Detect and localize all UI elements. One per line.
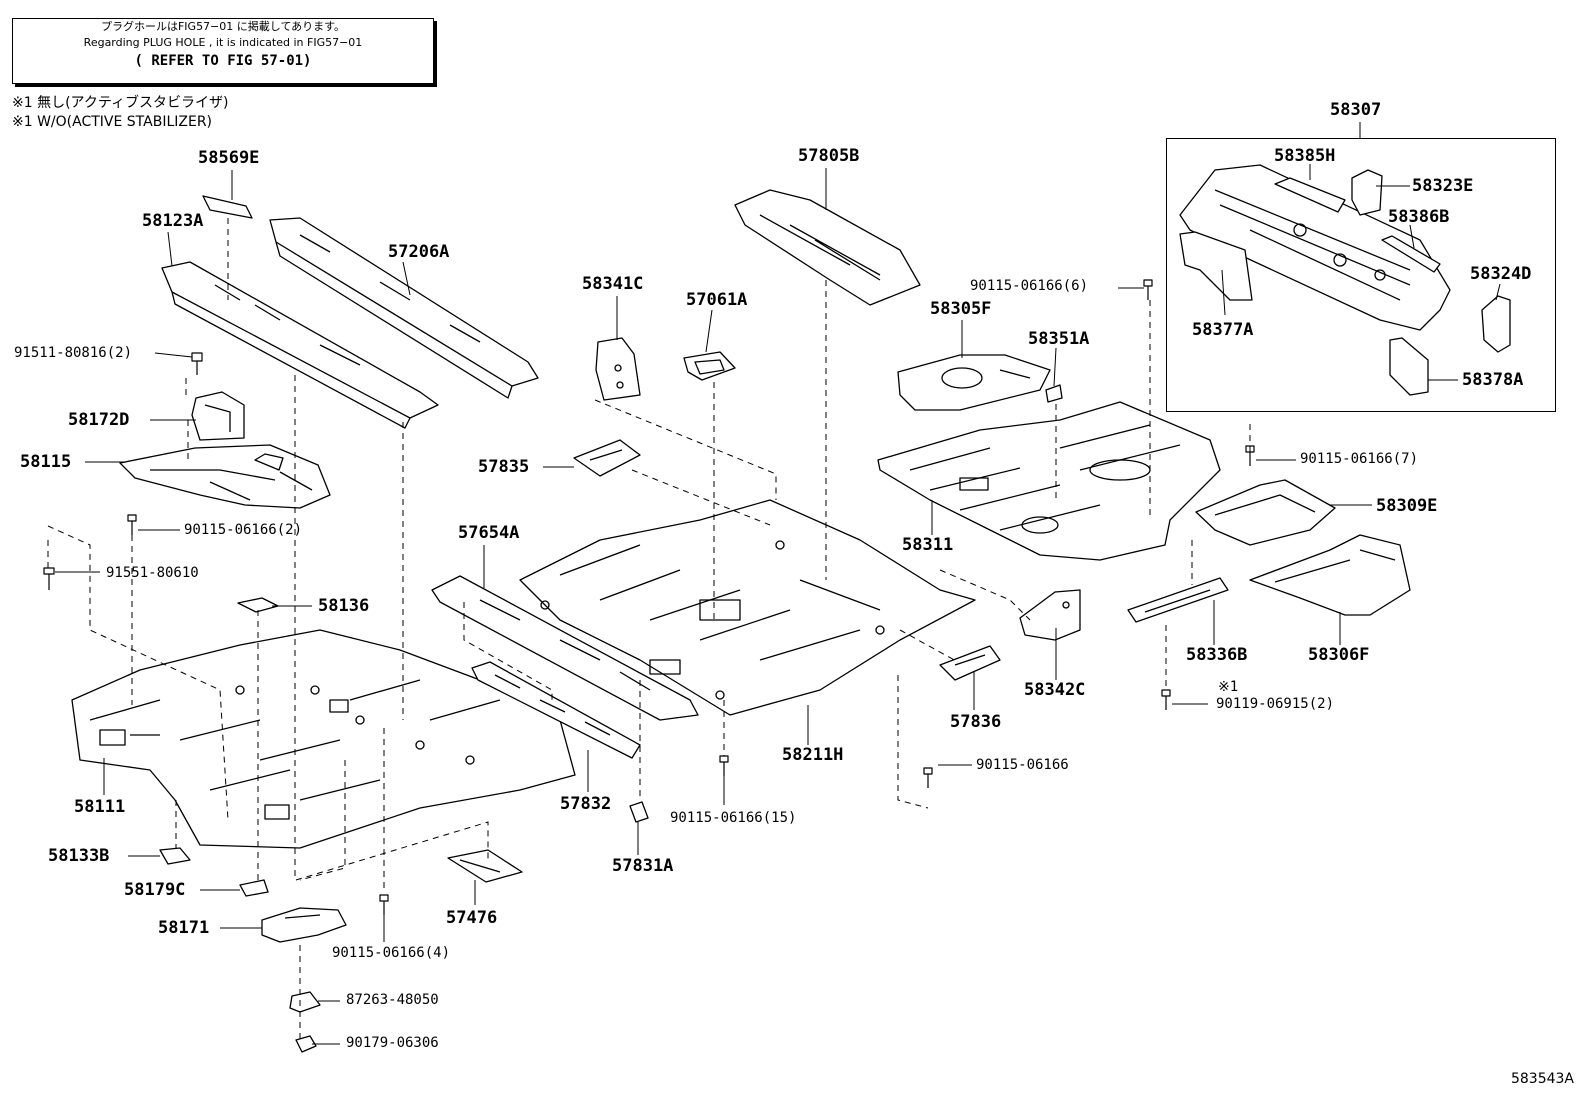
label-58179C[interactable]: 58179C [124,880,186,900]
label-58351A[interactable]: 58351A [1028,329,1090,349]
label-57476[interactable]: 57476 [446,908,498,928]
label-90115-06166-15[interactable]: 90115-06166(15) [670,810,797,826]
part-58171 [261,907,347,943]
label-58305F[interactable]: 58305F [930,299,992,319]
label-58133B[interactable]: 58133B [48,846,110,866]
reference-note: プラグホールはFIG57−01 に掲載してあります。 Regarding PLU… [12,18,434,84]
label-57835[interactable]: 57835 [478,457,530,477]
part-58309E [1195,479,1336,546]
label-57206A[interactable]: 57206A [388,242,450,262]
part-58179C [239,879,269,897]
part-57836 [939,645,1001,681]
part-58351A [1045,384,1063,403]
part-58305F [897,354,1051,411]
part-58111 [71,629,576,849]
label-58136[interactable]: 58136 [318,596,370,616]
part-58306F [1249,534,1411,616]
label-58309E[interactable]: 58309E [1376,496,1438,516]
part-57476 [447,849,523,883]
label-58306F[interactable]: 58306F [1308,645,1370,665]
label-58123A[interactable]: 58123A [142,211,204,231]
label-58569E[interactable]: 58569E [198,148,260,168]
label-58378A[interactable]: 58378A [1462,370,1524,390]
label-58172D[interactable]: 58172D [68,410,130,430]
note-refer: ( REFER TO FIG 57-01) [134,53,312,69]
figure-id: 583543A [1510,1071,1574,1087]
label-58311[interactable]: 58311 [902,535,954,555]
part-57206A [269,217,539,399]
legend-line-2: ※1 W/O(ACTIVE STABILIZER) [12,114,213,130]
label-57654A[interactable]: 57654A [458,523,520,543]
part-87263 [289,991,321,1013]
label-58385H[interactable]: 58385H [1274,146,1336,166]
bolt-set [43,279,1255,915]
part-58311 [877,401,1221,561]
label-57061A[interactable]: 57061A [686,290,748,310]
label-90179-06306[interactable]: 90179-06306 [346,1035,439,1051]
label-90115-06166-4[interactable]: 90115-06166(4) [332,945,451,961]
label-58211H[interactable]: 58211H [782,745,844,765]
part-58307-group [1179,164,1511,396]
note-line-jp: プラグホールはFIG57−01 に掲載してあります。 [100,20,346,33]
part-90179 [295,1035,317,1053]
label-57805B[interactable]: 57805B [798,146,860,166]
part-58123A [161,261,439,429]
part-58341C [595,337,641,401]
part-58211H [519,499,976,716]
group-frame-58307 [1166,138,1556,412]
part-58569E [202,195,253,219]
part-57832 [471,661,641,759]
part-58172D [191,391,245,441]
label-58111[interactable]: 58111 [74,797,126,817]
part-57654A [431,575,699,721]
part-58342C [1019,589,1081,641]
note-line-en: Regarding PLUG HOLE , it is indicated in… [83,36,363,49]
label-58323E[interactable]: 58323E [1412,176,1474,196]
label-91551-80610[interactable]: 91551-80610 [106,565,199,581]
label-57832[interactable]: 57832 [560,794,612,814]
label-90119-06915-2[interactable]: 90119-06915(2) [1216,696,1335,712]
label-58377A[interactable]: 58377A [1192,320,1254,340]
label-58307[interactable]: 58307 [1330,100,1382,120]
part-58115 [119,444,331,509]
part-58133B [159,847,191,865]
part-57831A [629,801,649,823]
label-57836[interactable]: 57836 [950,712,1002,732]
part-57061A [683,351,736,381]
label-57831A[interactable]: 57831A [612,856,674,876]
part-58336B [1127,577,1229,623]
part-57805B [734,189,921,306]
label-58336B[interactable]: 58336B [1186,645,1248,665]
label-87263-48050[interactable]: 87263-48050 [346,992,439,1008]
label-58115[interactable]: 58115 [20,452,72,472]
footnote-mark: ※1 [1218,679,1239,695]
label-90115-06166-6[interactable]: 90115-06166(6) [970,278,1089,294]
part-57835 [573,439,641,477]
label-58341C[interactable]: 58341C [582,274,644,294]
part-58136 [237,597,279,613]
label-58171[interactable]: 58171 [158,918,210,938]
label-58342C[interactable]: 58342C [1024,680,1086,700]
label-90115-06166-7[interactable]: 90115-06166(7) [1300,451,1419,467]
legend-line-1: ※1 無し(アクティブスタビライザ) [12,95,229,111]
label-58386B[interactable]: 58386B [1388,207,1450,227]
label-91511-80816[interactable]: 91511-80816(2) [14,345,133,361]
label-90115-06166[interactable]: 90115-06166 [976,757,1069,773]
label-58324D[interactable]: 58324D [1470,264,1532,284]
label-90115-06166-2[interactable]: 90115-06166(2) [184,522,303,538]
